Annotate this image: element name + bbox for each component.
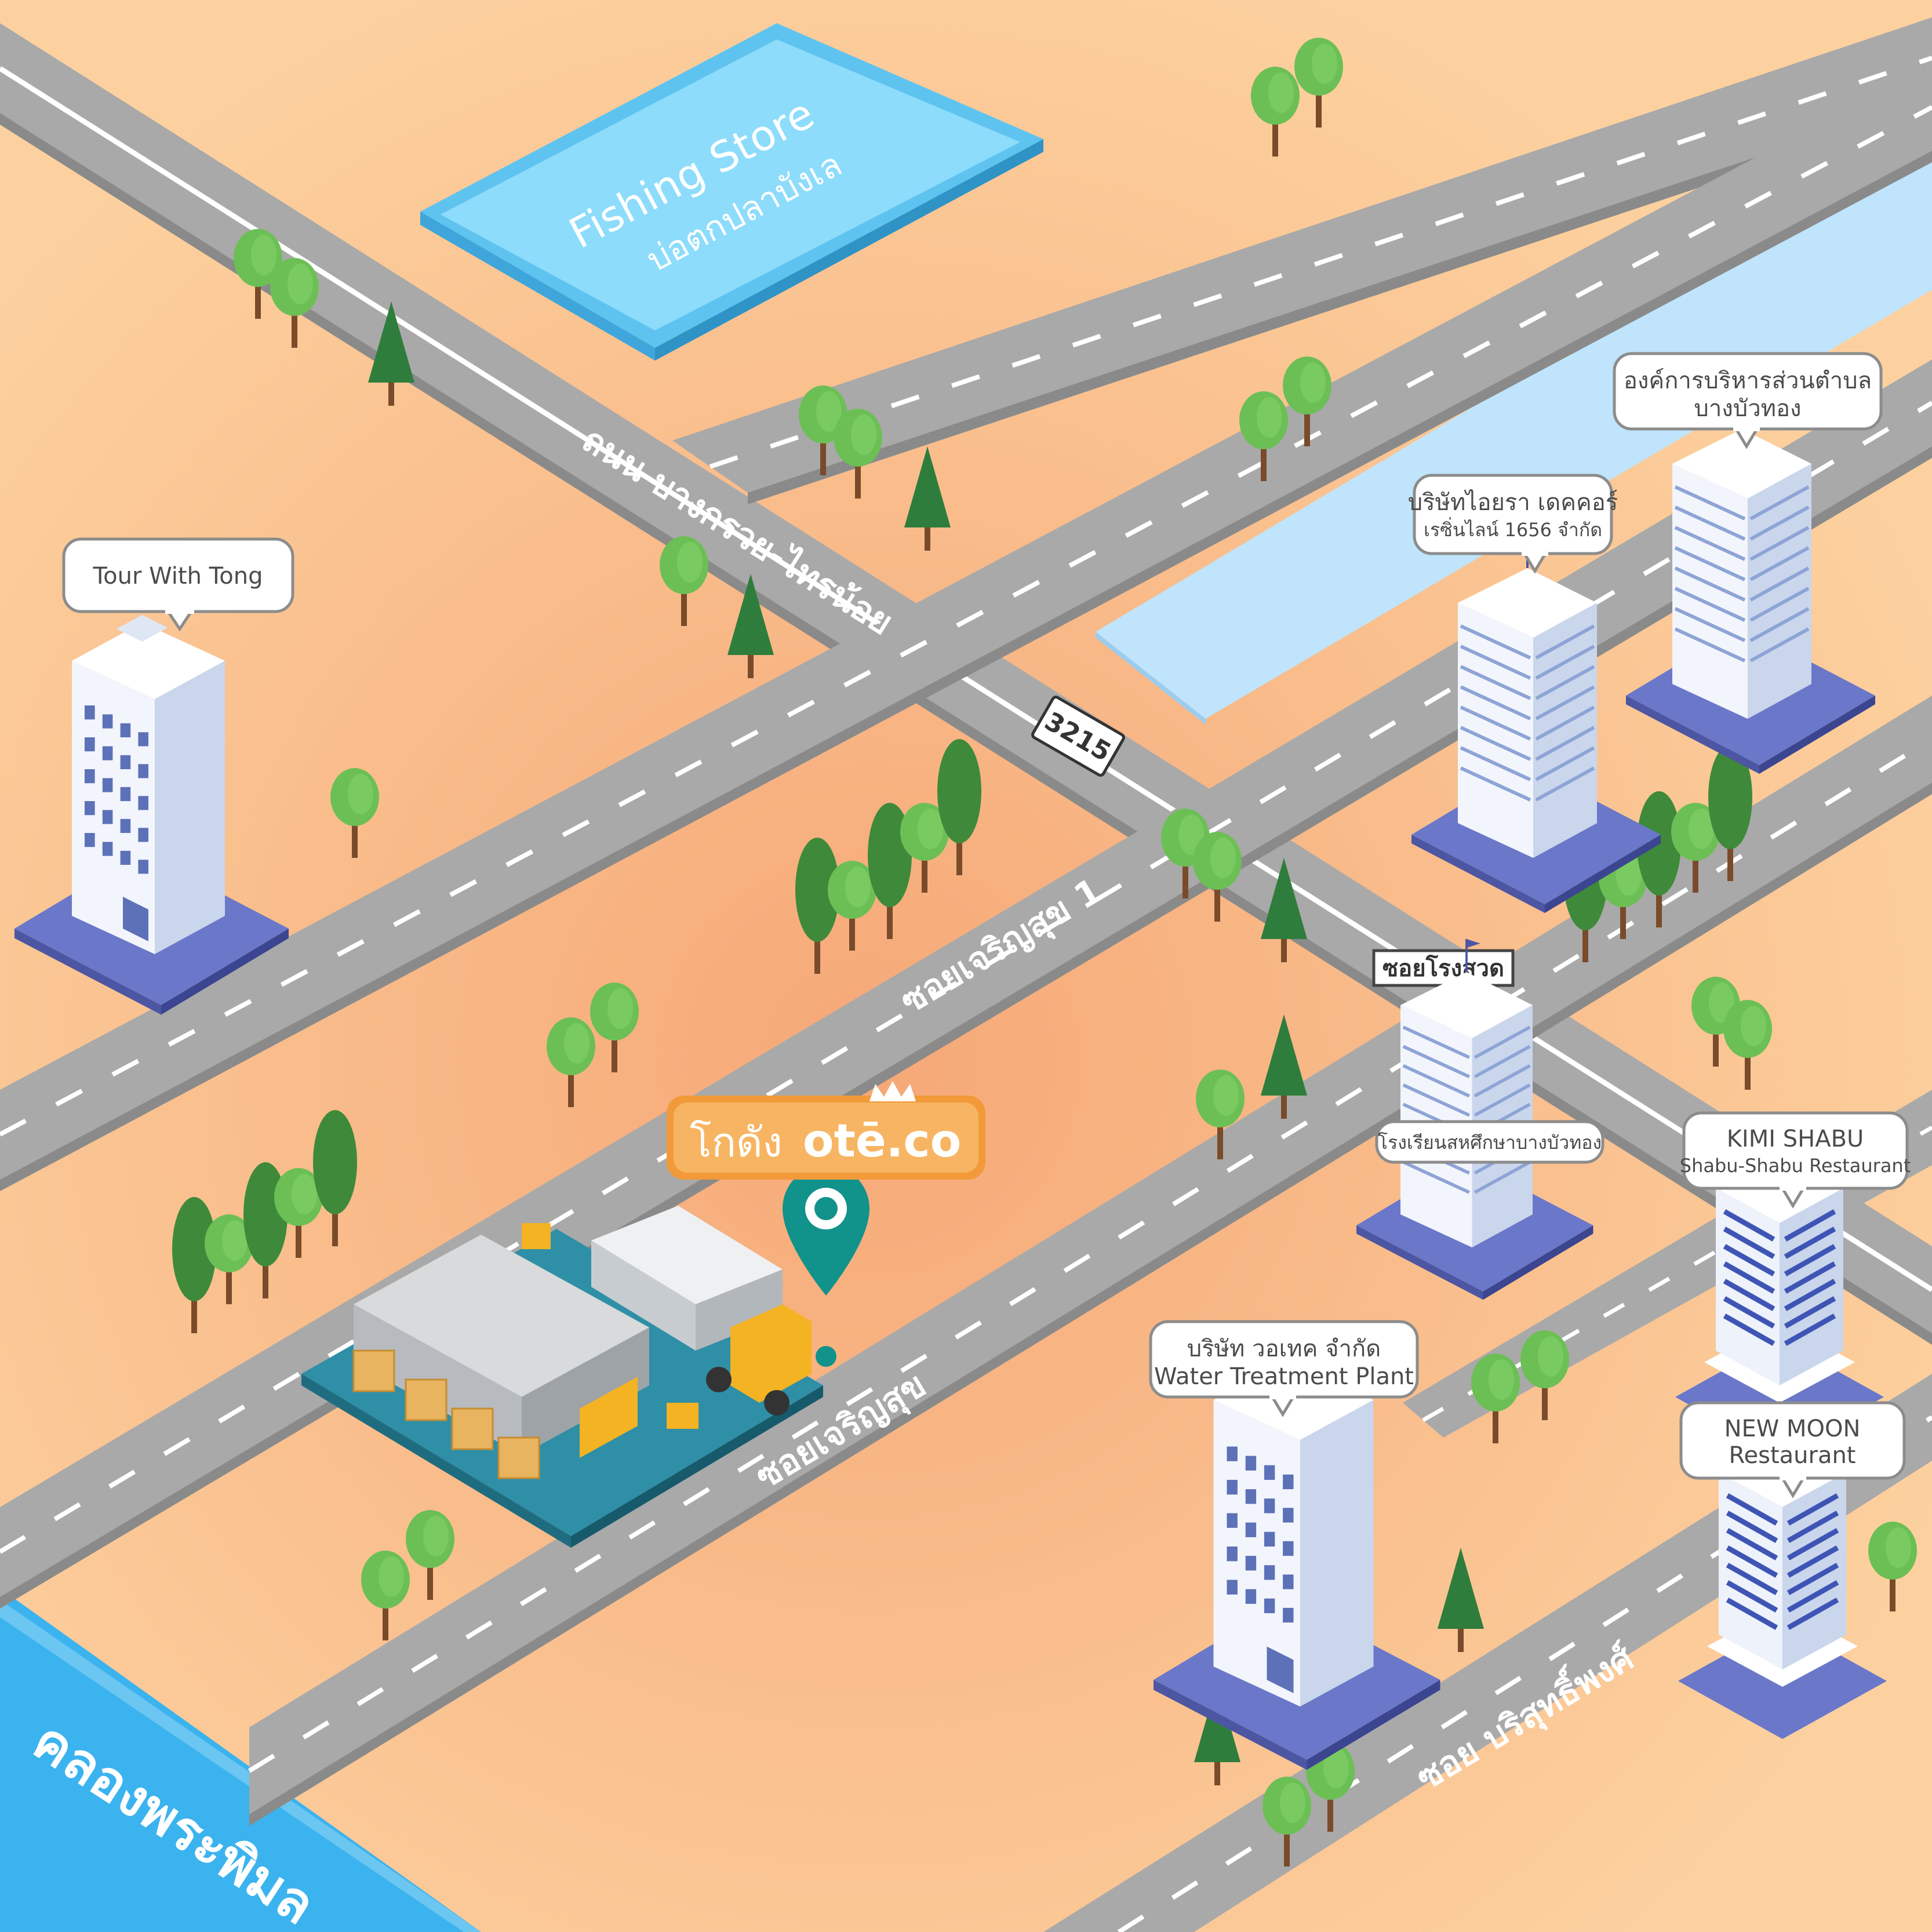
- callout-obt-line2: บางบัวทอง: [1694, 395, 1801, 422]
- route-3215-sign: 3215: [1031, 696, 1125, 777]
- callout-watec-line1: บริษัท วอเทค จำกัด: [1187, 1336, 1381, 1362]
- callout-kimi-line2: Shabu-Shabu Restaurant: [1680, 1155, 1911, 1177]
- callout-kimi-line1: KIMI SHABU: [1727, 1126, 1864, 1152]
- callout-school-text: โรงเรียนสหศึกษาบางบัวทอง: [1378, 1131, 1602, 1154]
- road-upper-right-branch: [672, 17, 1932, 504]
- callout-tour-text: Tour With Tong: [92, 563, 263, 590]
- river: [1096, 133, 1932, 719]
- canal-edge: [0, 1600, 481, 1932]
- callout-aira-decor[interactable]: บริษัทไอยรา เดคคอร์ เรซิ่นไลน์ 1656 จำกั…: [1408, 474, 1618, 574]
- forklift-icon: [522, 1223, 698, 1429]
- canal-khlong-phra-phimon: [0, 1588, 481, 1932]
- fishing-store-pond: [420, 23, 1043, 361]
- brand-name: otē.co: [803, 1115, 961, 1167]
- warehouse-complex: [301, 1206, 823, 1548]
- crown-icon: [869, 1081, 916, 1101]
- road-bangbuathong: [0, 64, 1932, 1191]
- callout-new-moon[interactable]: NEW MOON Restaurant: [1679, 1401, 1906, 1498]
- callout-watec-line2: Water Treatment Plant: [1154, 1363, 1414, 1390]
- callout-newmoon-line1: NEW MOON: [1724, 1416, 1861, 1442]
- callout-school[interactable]: โรงเรียนสหศึกษาบางบัวทอง: [1375, 1120, 1604, 1164]
- river-edge: [1096, 632, 1206, 725]
- truck-icon: [591, 1206, 812, 1416]
- location-pin-icon[interactable]: [783, 1165, 869, 1367]
- callout-aira-line1: บริษัทไอยรา เดคคอร์: [1408, 489, 1618, 516]
- brand-prefix: โกดัง: [690, 1119, 783, 1166]
- brand-badge[interactable]: โกดัง otē.co: [667, 1081, 985, 1180]
- callout-newmoon-line2: Restaurant: [1729, 1442, 1856, 1469]
- callout-obt[interactable]: องค์การบริหารส่วนตำบล บางบัวทอง: [1613, 352, 1883, 449]
- callout-watec[interactable]: บริษัท วอเทค จำกัด Water Treatment Plant: [1149, 1320, 1419, 1417]
- callout-tour-with-tong[interactable]: Tour With Tong: [62, 537, 294, 632]
- callout-kimi-shabu[interactable]: KIMI SHABU Shabu-Shabu Restaurant: [1680, 1111, 1911, 1209]
- callout-obt-line1: องค์การบริหารส่วนตำบล: [1624, 368, 1872, 394]
- soi-rongsuat-text: ซอยโรงสวด: [1382, 955, 1504, 982]
- pallets: [352, 1349, 540, 1479]
- callout-aira-line2: เรซิ่นไลน์ 1656 จำกัด: [1424, 517, 1602, 541]
